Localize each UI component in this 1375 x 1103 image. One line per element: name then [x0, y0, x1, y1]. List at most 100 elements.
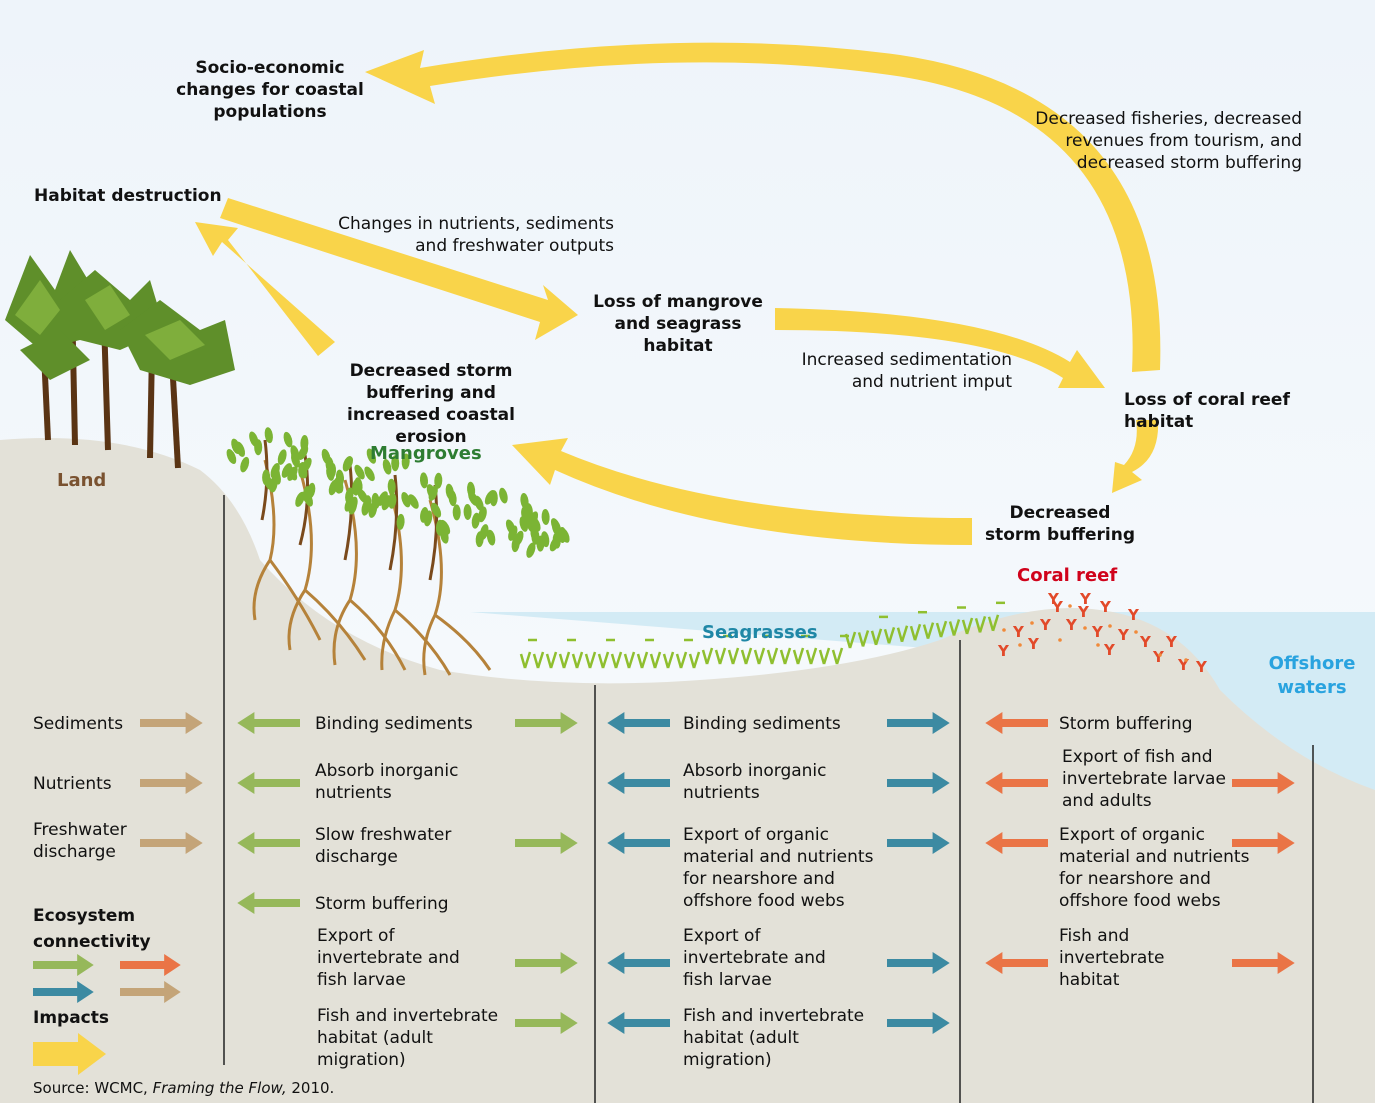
- impact-habitat-destruction: Habitat destruction: [34, 186, 222, 206]
- coral-polyp: Y: [997, 642, 1010, 660]
- seagrass-blade: [844, 631, 857, 649]
- seagrass-blade: [623, 651, 636, 669]
- land-item: Sediments: [33, 714, 124, 734]
- source-prefix: Source: WCMC,: [33, 1079, 153, 1097]
- coral-dot: [1068, 604, 1072, 608]
- legend-arrow-impact: [33, 1033, 106, 1075]
- coral-item: Fish and invertebrate habitat: [1059, 926, 1165, 990]
- seagrass-blade: [961, 617, 974, 635]
- land-item: Nutrients: [33, 774, 112, 794]
- impact-arrow-fisheries-to-socio: [365, 42, 1161, 372]
- seagrass-blade: [896, 625, 909, 643]
- seagrass-blade: [766, 647, 779, 665]
- coral-item: Export of organic material and nutrients…: [1059, 825, 1250, 911]
- mangrove-item: Binding sediments: [315, 714, 473, 734]
- ground-region: [0, 438, 1375, 1103]
- seagrass-blade: [584, 651, 597, 669]
- coral-polyp: Y: [1091, 623, 1104, 641]
- impact-socio-economic: Socio-economic changes for coastal popul…: [176, 58, 364, 122]
- connectivity-arrows: [33, 712, 1295, 1075]
- seagrass-blade: [948, 619, 961, 636]
- seagrass-blade: [935, 620, 948, 638]
- seagrass-blade: [883, 626, 896, 644]
- source-title: Framing the Flow,: [152, 1079, 287, 1097]
- mangrove-leaf: [541, 508, 551, 526]
- seagrass-item: Export of organic material and nutrients…: [683, 825, 874, 911]
- mangrove-leaf: [452, 504, 461, 521]
- impact-arrow-habitat-to-loss: [220, 198, 578, 340]
- seagrass-blade: [779, 647, 792, 665]
- coral-dot: [1083, 626, 1087, 630]
- land-item: Freshwater discharge: [33, 820, 127, 862]
- seagrass-blade: [610, 651, 623, 669]
- impact-decreased-fisheries: Decreased fisheries, decreased revenues …: [1035, 109, 1302, 173]
- seagrass-blade: [831, 647, 844, 665]
- zone-label-offshore: Offshore waters: [1268, 653, 1356, 698]
- coral-dot: [1108, 624, 1112, 628]
- seagrass-blade: [922, 622, 935, 640]
- impact-storm-erosion: Decreased storm buffering and increased …: [347, 361, 515, 447]
- seagrass-blade: [532, 651, 545, 669]
- coral-item: Export of fish and invertebrate larvae a…: [1062, 747, 1226, 811]
- mangrove-item: Absorb inorganic nutrients: [315, 761, 459, 803]
- mangrove-trees: [224, 426, 572, 676]
- zone-label-mangroves: Mangroves: [370, 443, 482, 464]
- seagrass-bed: [519, 601, 1005, 669]
- seagrass-item: Export of invertebrate and fish larvae: [683, 926, 826, 990]
- coral-polyp: Y: [1079, 590, 1092, 608]
- coral-dot: [1058, 638, 1062, 642]
- impact-sedimentation: Increased sedimentation and nutrient imp…: [801, 350, 1012, 392]
- coral-polyp: Y: [1103, 641, 1116, 659]
- coral-item: Storm buffering: [1059, 714, 1193, 734]
- coral-polyp: Y: [1139, 633, 1152, 651]
- mangrove-leaf: [497, 486, 510, 505]
- source-note: Source: WCMC, Framing the Flow, 2010.: [33, 1077, 433, 1099]
- coral-polyp: Y: [1012, 623, 1025, 641]
- mangrove-leaf: [340, 455, 356, 474]
- coral-polyp: Y: [1077, 603, 1090, 621]
- coral-polyp: Y: [1195, 658, 1208, 676]
- legend-connectivity: Ecosystem connectivity: [33, 906, 151, 952]
- mangrove-leaf: [238, 455, 251, 474]
- mangrove-item: Storm buffering: [315, 894, 449, 914]
- coral-polyp: Y: [1117, 626, 1130, 644]
- seagrass-item: Binding sediments: [683, 714, 841, 734]
- seagrass-blade: [753, 647, 766, 665]
- coral-dot: [1096, 643, 1100, 647]
- impact-loss-mangrove: Loss of mangrove and seagrass habitat: [593, 292, 763, 356]
- seagrass-blade: [987, 614, 1000, 632]
- source-year: 2010.: [286, 1079, 335, 1097]
- impact-arrow-loss-to-coral: [775, 308, 1105, 388]
- coral-polyp: Y: [1177, 656, 1190, 674]
- coral-dot: [1002, 628, 1006, 632]
- seagrass-blade: [519, 651, 532, 669]
- coral-polyp: Y: [1099, 598, 1112, 616]
- seagrass-blade: [675, 651, 688, 669]
- seagrass-blade: [649, 651, 662, 669]
- impact-storm-buffering: Decreased storm buffering: [985, 503, 1135, 545]
- coral-dot: [1018, 643, 1022, 647]
- coral-polyp: Y: [1047, 590, 1060, 608]
- seagrass-blade: [740, 647, 753, 665]
- coral-polyp: Y: [1027, 635, 1040, 653]
- seagrass-blade: [909, 623, 922, 641]
- coral-polyp: Y: [1065, 616, 1078, 634]
- seagrass-blade: [857, 630, 870, 647]
- seagrass-blade: [818, 647, 831, 665]
- coral-dot: [1134, 630, 1138, 634]
- impact-arrows: [195, 42, 1161, 545]
- coral-polyp: Y: [1051, 598, 1064, 616]
- seagrass-blade: [545, 651, 558, 669]
- impact-loss-coral: Loss of coral reef habitat: [1124, 390, 1290, 432]
- zone-label-coral-reef: Coral reef: [1017, 565, 1118, 586]
- zone-label-land: Land: [57, 470, 107, 491]
- seagrass-blade: [792, 647, 805, 665]
- seagrass-blade: [597, 651, 610, 669]
- coral-dot: [1184, 658, 1188, 662]
- mangrove-leaf: [463, 503, 472, 521]
- seagrass-blade: [571, 651, 584, 669]
- seagrass-blade: [974, 616, 987, 633]
- seagrass-blade: [714, 647, 727, 665]
